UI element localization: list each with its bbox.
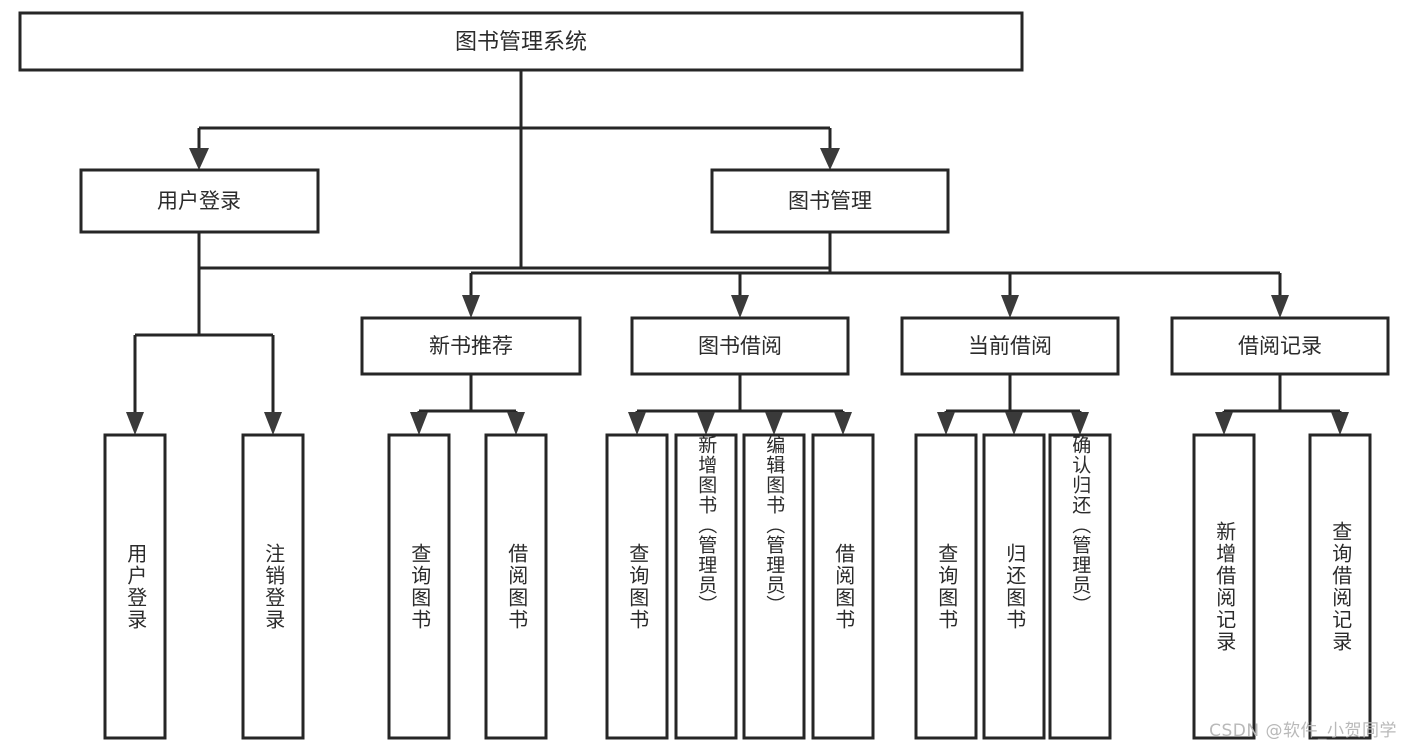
arrowhead-current-borrow [1001,295,1019,318]
arrowhead-userlogin [189,148,209,170]
arrowhead-leaf-confirm-return [1071,412,1089,435]
connector-group-borrowrecord [1215,374,1349,435]
node-leaf-add-book-box[interactable] [674,433,738,740]
arrowhead-leaf-query-book-2 [628,412,646,435]
arrowhead-new-book-recommend [462,295,480,318]
node-leaf-confirm-return-box[interactable] [1048,433,1112,740]
arrowhead-leaf-add-book [697,412,715,435]
node-book-manage-box[interactable] [710,168,950,234]
arrowhead-leaf-add-record [1215,412,1233,435]
arrowhead-leaf-return-book [1005,412,1023,435]
node-current-borrow-label: 当前借阅 [968,334,1052,358]
node-leaf-return-book-box[interactable] [982,433,1046,740]
arrowhead-leaf-edit-book [765,412,783,435]
arrowhead-leaf-query-record [1331,412,1349,435]
node-root-label: 图书管理系统 [455,30,587,55]
node-user-login-box[interactable] [79,168,320,234]
node-book-borrow-box[interactable] [630,316,850,376]
node-new-book-recommend-label: 新书推荐 [429,334,513,358]
node-leaf-query-record-box[interactable] [1308,433,1372,740]
node-leaf-query-book-3-box[interactable] [914,433,978,740]
node-leaf-query-book-1-box[interactable] [387,433,451,740]
arrowhead-book-borrow [731,295,749,318]
node-leaf-user-logout-box[interactable] [241,433,305,740]
node-borrow-record-label: 借阅记录 [1238,334,1322,358]
connector-group-bookborrow [628,374,852,435]
node-leaf-user-login-box[interactable] [103,433,167,740]
node-current-borrow-box[interactable] [900,316,1120,376]
node-leaf-edit-book-box[interactable] [742,433,806,740]
connector-group-newbook [410,374,525,435]
node-leaf-query-book-2-box[interactable] [605,433,669,740]
node-leaf-borrow-book-2-box[interactable] [811,433,875,740]
node-root-box[interactable] [18,11,1024,72]
node-borrow-record-box[interactable] [1170,316,1390,376]
node-new-book-recommend-box[interactable] [360,316,582,376]
node-book-borrow-label: 图书借阅 [698,334,782,358]
connector-group-bookmanage [462,232,1289,318]
arrowhead-leaf-query-book-3 [937,412,955,435]
connector-root-actual [189,70,840,170]
arrowhead-leaf-query-book-1 [410,412,428,435]
node-book-manage-label: 图书管理 [788,189,872,213]
node-user-login-label: 用户登录 [157,189,241,213]
arrowhead-leaf-user-logout [264,412,282,435]
node-leaf-add-record-box[interactable] [1192,433,1256,740]
arrowhead-leaf-user-login [126,412,144,435]
arrowhead-borrow-record [1271,295,1289,318]
node-leaf-borrow-book-1-box[interactable] [484,433,548,740]
arrowhead-bookmanage [820,148,840,170]
connector-group-userlogin [126,232,282,435]
arrowhead-leaf-borrow-book-2 [834,412,852,435]
connector-group-currentborrow [937,374,1089,435]
arrowhead-leaf-borrow-book-1 [507,412,525,435]
